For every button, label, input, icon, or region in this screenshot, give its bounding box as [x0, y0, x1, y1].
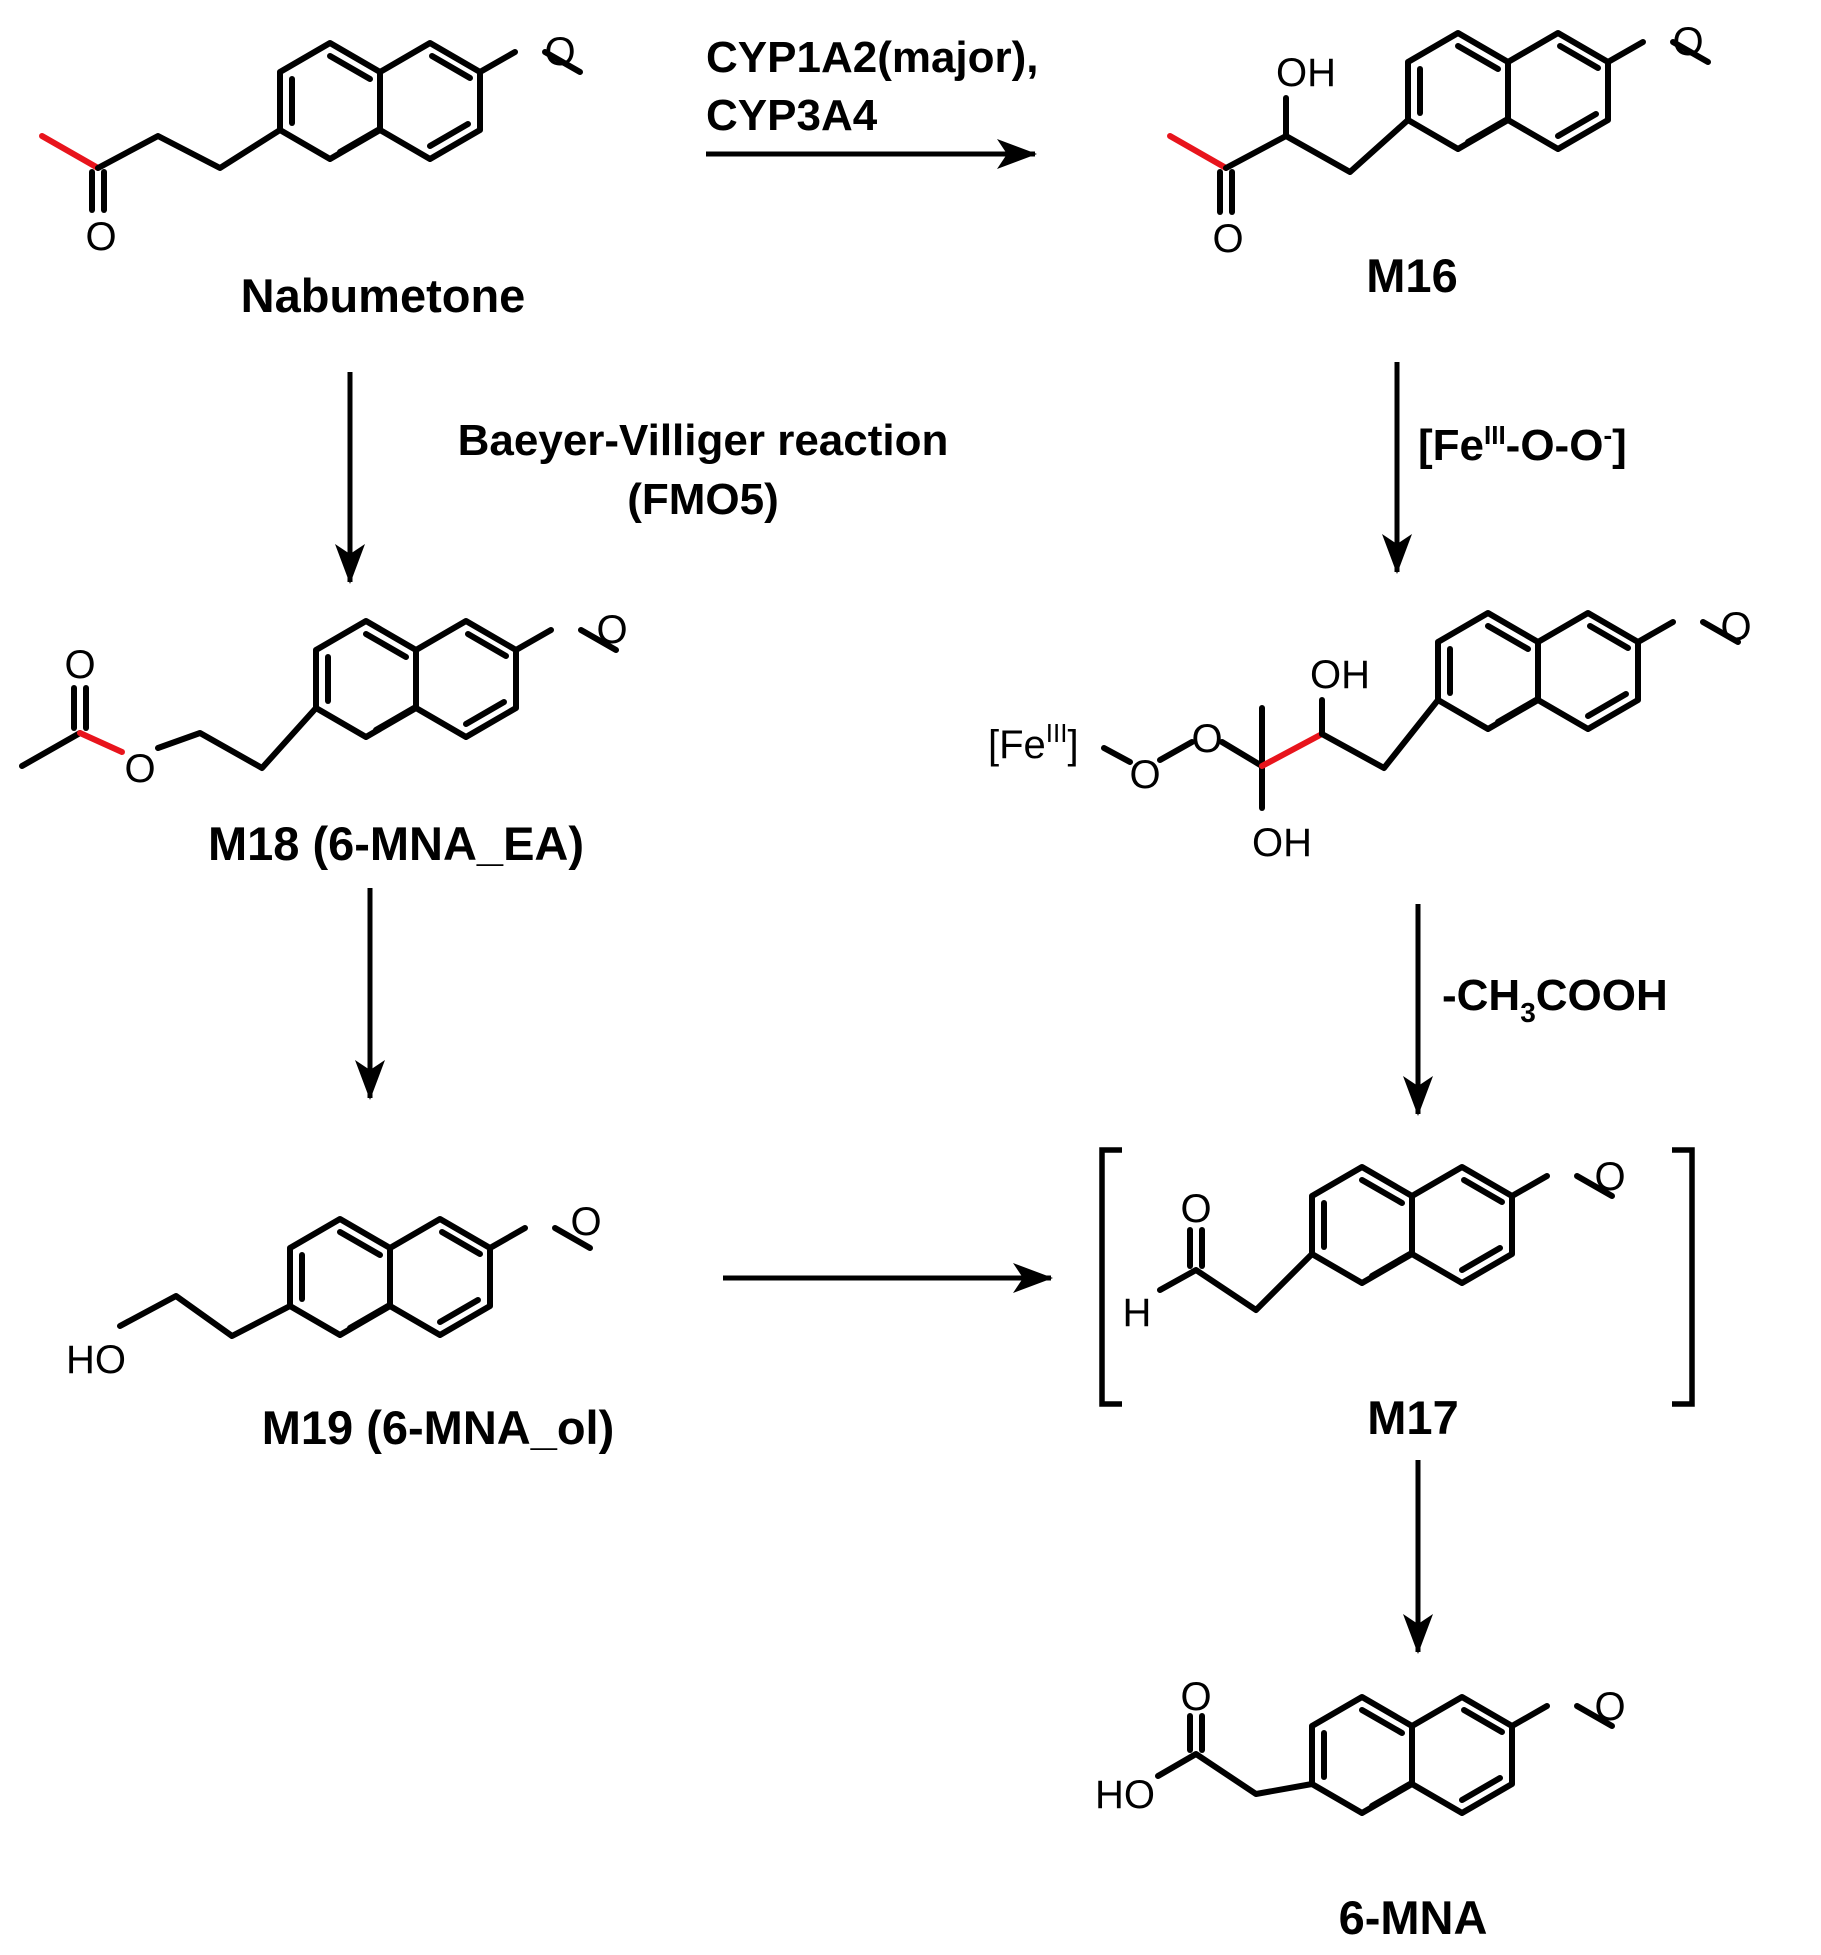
condition-bv-line2: (FMO5) — [627, 475, 779, 524]
fe-open: [Fe — [988, 723, 1046, 767]
atom-h: H — [1123, 1291, 1152, 1335]
atom-ho: HO — [1095, 1773, 1155, 1817]
atom-o: O — [64, 643, 95, 687]
nabumetone-structure: O O — [39, 30, 580, 259]
label-nabumetone: Nabumetone — [241, 269, 526, 322]
condition-cyp-line1: CYP1A2(major), — [706, 33, 1039, 82]
fe-text-close: ] — [1612, 421, 1627, 470]
m18-structure: O O O — [19, 608, 628, 791]
atom-o: O — [1594, 1155, 1625, 1199]
bracket-left — [1099, 1147, 1122, 1407]
atom-oh: OH — [1252, 821, 1312, 865]
fe-oxidation-state: III — [1484, 420, 1506, 450]
atom-o: O — [570, 1200, 601, 1244]
atom-o: O — [1212, 217, 1243, 261]
condition-fe-peroxo: [FeIII-O-O-] — [1418, 420, 1627, 470]
label-m19: M19 (6-MNA_ol) — [262, 1401, 615, 1454]
6mna-structure: O HO O — [1095, 1675, 1626, 1817]
atom-o: O — [1672, 20, 1703, 64]
atom-o: O — [85, 215, 116, 259]
fe-close: ] — [1067, 723, 1078, 767]
label-m18: M18 (6-MNA_EA) — [208, 817, 584, 870]
m17-structure: O H O — [1123, 1155, 1626, 1335]
label-m17: M17 — [1367, 1391, 1458, 1444]
atom-fe: [FeIII] — [988, 718, 1079, 767]
bracket-right — [1672, 1147, 1695, 1407]
acid-suffix: COOH — [1536, 971, 1668, 1020]
m16-structure: OH O O — [1167, 20, 1708, 261]
atom-o: O — [596, 608, 627, 652]
condition-bv-line1: Baeyer-Villiger reaction — [458, 416, 949, 465]
fe-text-open: [Fe — [1418, 421, 1484, 470]
fe-charge: - — [1603, 420, 1612, 450]
label-m16: M16 — [1366, 249, 1457, 302]
fe-text-mid: -O-O — [1506, 421, 1604, 470]
condition-minus-acetic-acid: -CH3COOH — [1442, 971, 1668, 1028]
condition-cyp-line2: CYP3A4 — [706, 91, 878, 140]
atom-o: O — [1594, 1685, 1625, 1729]
atom-ho: HO — [66, 1338, 126, 1382]
atom-o: O — [1180, 1675, 1211, 1719]
atom-o: O — [124, 747, 155, 791]
fe-peroxo-intermediate-structure: [FeIII] O O OH OH O — [988, 605, 1752, 865]
fe-sup: III — [1046, 718, 1068, 748]
atom-oh: OH — [1310, 653, 1370, 697]
atom-oh: OH — [1276, 51, 1336, 95]
m19-structure: HO O — [66, 1200, 602, 1382]
atom-o: O — [1720, 605, 1751, 649]
atom-o: O — [1180, 1187, 1211, 1231]
atom-o: O — [544, 30, 575, 74]
label-6mna: 6-MNA — [1339, 1891, 1488, 1944]
acid-prefix: -CH — [1442, 971, 1520, 1020]
acid-subscript: 3 — [1520, 997, 1536, 1028]
atom-o: O — [1191, 717, 1222, 761]
atom-o: O — [1129, 753, 1160, 797]
